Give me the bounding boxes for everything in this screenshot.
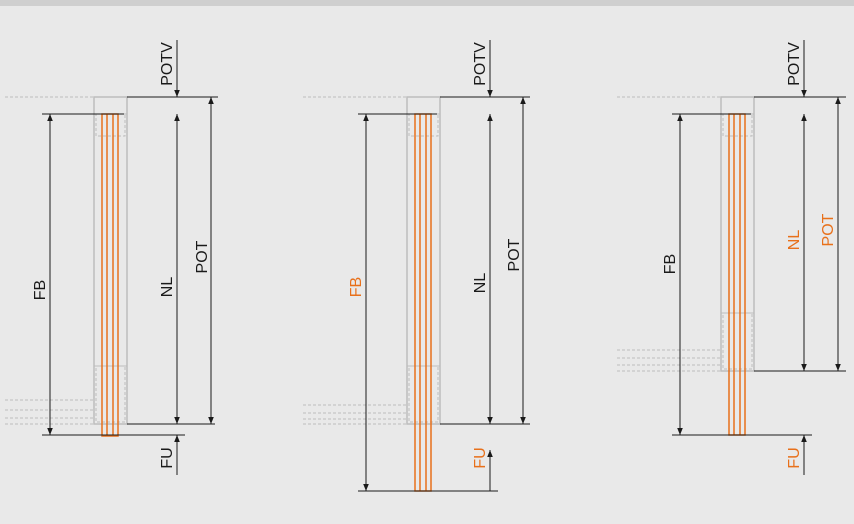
panel-1-glass <box>101 113 119 437</box>
panel-2-label-nl: NL <box>472 273 489 294</box>
panel-1-label-nl: NL <box>159 277 176 298</box>
panel-1-label-fb: FB <box>32 280 49 300</box>
panel-1: POTV FB NL POT FU <box>5 40 218 475</box>
panel-3-dashed-lines <box>617 96 721 372</box>
panel-1-label-fu: FU <box>159 447 176 468</box>
panel-2: POTV FB NL POT FU <box>303 40 530 492</box>
panel-2-dashed-lines <box>303 96 407 425</box>
panel-3: POTV FB NL POT FU <box>617 40 846 475</box>
panel-3-glass <box>728 113 746 436</box>
panel-2-label-fb: FB <box>348 277 365 297</box>
panel-2-dimensions <box>358 40 530 492</box>
panel-2-label-fu: FU <box>472 447 489 468</box>
panel-3-label-pot: POT <box>820 213 837 246</box>
panel-2-label-pot: POT <box>506 238 523 271</box>
panel-1-frame <box>93 96 128 425</box>
panel-3-label-fu: FU <box>786 447 803 468</box>
panel-1-label-pot: POT <box>194 240 211 273</box>
panel-3-label-potv: POTV <box>786 42 803 86</box>
panel-3-frame <box>720 96 755 372</box>
panel-2-frame <box>406 96 441 425</box>
panel-3-label-fb: FB <box>662 254 679 274</box>
panel-2-glass <box>414 113 432 492</box>
panel-1-label-potv: POTV <box>159 42 176 86</box>
panel-1-dimensions <box>42 40 218 475</box>
panel-3-dimensions <box>672 40 846 475</box>
panel-3-label-nl: NL <box>786 230 803 251</box>
top-bar <box>0 0 854 6</box>
panel-2-label-potv: POTV <box>472 42 489 86</box>
